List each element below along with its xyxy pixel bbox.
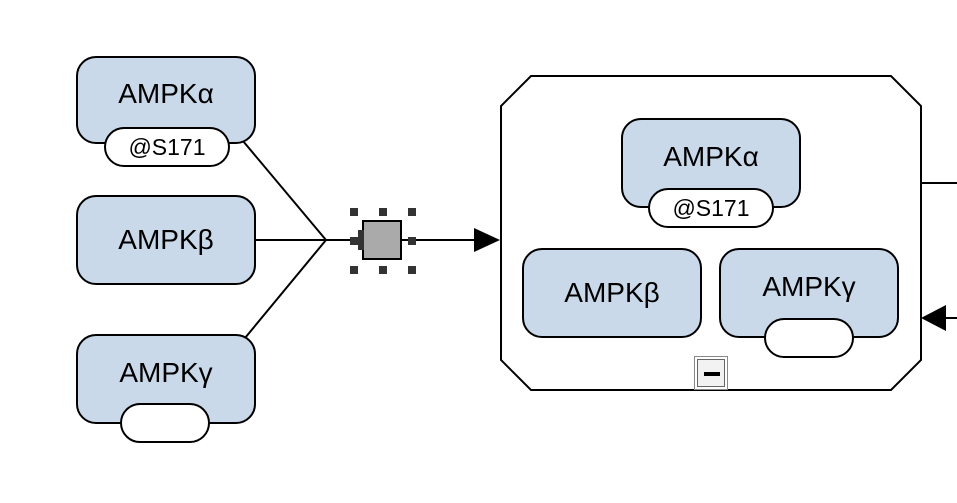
selection-handle[interactable]: [408, 237, 416, 245]
selection-handle[interactable]: [379, 266, 387, 274]
edge-alpha-to-association[interactable]: [242, 140, 327, 241]
selection-handle[interactable]: [350, 237, 358, 245]
selection-handle[interactable]: [379, 208, 387, 216]
complex-state-variable-ampk-alpha-value: @S171: [672, 194, 750, 221]
process-port-left[interactable]: [358, 230, 364, 250]
minus-glyph: [704, 372, 720, 376]
node-ampk-beta-label: AMPKβ: [118, 224, 214, 255]
selection-handle[interactable]: [350, 208, 358, 216]
selection-handle[interactable]: [408, 208, 416, 216]
process-node[interactable]: [362, 220, 402, 260]
selection-handle[interactable]: [350, 266, 358, 274]
arrowhead-into-complex-right: [921, 305, 946, 331]
collapse-minus-icon[interactable]: [694, 356, 728, 390]
state-variable-ampk-gamma[interactable]: [120, 403, 210, 443]
node-ampk-gamma-label: AMPKγ: [119, 357, 213, 388]
selection-handle[interactable]: [408, 266, 416, 274]
complex-state-variable-ampk-gamma[interactable]: [764, 318, 854, 358]
node-ampk-alpha-label: AMPKα: [118, 78, 214, 109]
edge-gamma-to-association[interactable]: [244, 239, 327, 339]
complex-state-variable-ampk-alpha[interactable]: @S171: [648, 188, 774, 228]
node-ampk-beta[interactable]: AMPKβ: [76, 195, 256, 285]
complex-member-ampk-beta-label: AMPKβ: [564, 277, 660, 308]
state-variable-ampk-alpha-value: @S171: [128, 133, 206, 160]
complex-member-ampk-beta[interactable]: AMPKβ: [522, 248, 702, 338]
complex-member-ampk-alpha-label: AMPKα: [663, 141, 759, 172]
arrowhead-into-complex: [474, 228, 500, 252]
complex-member-ampk-gamma-label: AMPKγ: [762, 271, 856, 302]
state-variable-ampk-alpha[interactable]: @S171: [104, 127, 230, 167]
